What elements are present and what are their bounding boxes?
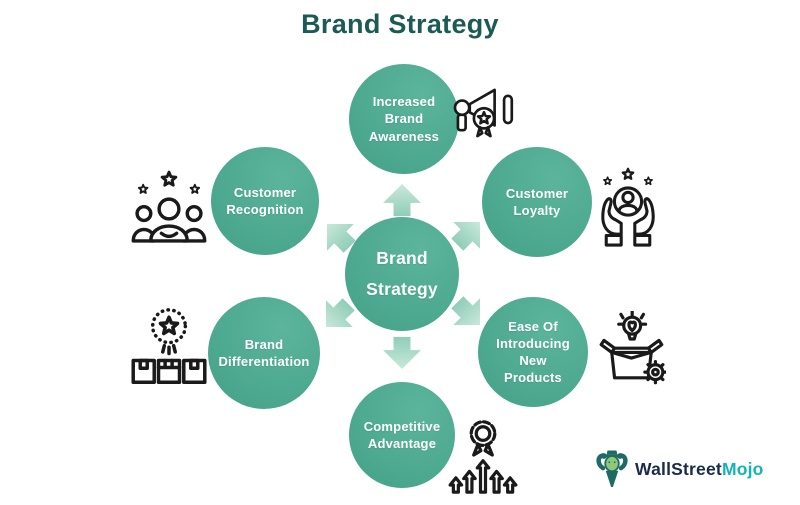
node-label: Ease Of Introducing New Products <box>496 318 570 386</box>
center-node-label: Brand Strategy <box>366 248 438 299</box>
logo-text-secondary: Mojo <box>721 458 764 479</box>
node-increased-brand-awareness: Increased Brand Awareness <box>349 64 459 174</box>
page-title: Brand Strategy <box>301 9 499 39</box>
products-star-icon <box>130 306 208 390</box>
node-center-brand-strategy: Brand Strategy <box>345 217 459 331</box>
node-competitive-advantage: Competitive Advantage <box>349 382 455 488</box>
arrow-up-icon <box>383 184 421 217</box>
logo-mascot-icon <box>596 450 628 487</box>
arrow-down-left-icon <box>325 298 355 328</box>
node-label: Customer Loyalty <box>505 185 569 218</box>
logo-wordmark: WallStreetMojo <box>635 459 764 480</box>
wallstreetmojo-logo: WallStreetMojo <box>594 449 764 489</box>
hands-holding-customer-icon <box>594 166 662 252</box>
node-customer-loyalty: Customer Loyalty <box>482 147 592 257</box>
node-label: Customer Recognition <box>226 184 304 217</box>
customers-stars-icon <box>131 166 207 252</box>
node-ease-of-introducing-new-products: Ease Of Introducing New Products <box>478 297 588 407</box>
arrow-down-icon <box>383 336 421 369</box>
open-box-idea-gear-icon <box>592 309 668 391</box>
node-label: Brand Differentiation <box>218 336 310 369</box>
node-brand-differentiation: Brand Differentiation <box>208 297 320 409</box>
arrow-up-right-icon <box>451 221 481 251</box>
award-ribbon-growth-arrows-icon <box>447 415 519 495</box>
arrow-up-left-icon <box>326 223 356 253</box>
node-label: Competitive Advantage <box>363 418 441 451</box>
megaphone-award-icon <box>452 84 526 142</box>
node-label: Increased Brand Awareness <box>368 94 440 144</box>
logo-text-primary: WallStreet <box>635 458 722 479</box>
arrow-down-right-icon <box>451 296 481 326</box>
node-customer-recognition: Customer Recognition <box>211 147 319 255</box>
